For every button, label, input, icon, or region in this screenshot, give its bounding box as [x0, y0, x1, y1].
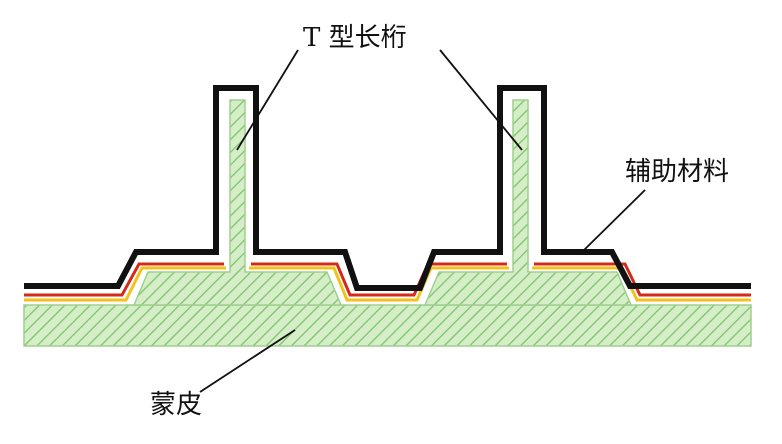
left-stringer-body [132, 99, 343, 306]
outer-bag-layer [24, 85, 751, 291]
auxiliary-material-label: 辅助材料 [625, 157, 729, 187]
stringer-leader-right [439, 49, 523, 151]
skin-label: 蒙皮 [150, 390, 202, 420]
stringer-leader-left [236, 49, 299, 151]
skin-leader [199, 329, 296, 393]
auxiliary-material-leader [581, 189, 646, 253]
red-auxiliary-layer [24, 262, 751, 297]
skin-panel [23, 304, 752, 347]
stringer-label: T 型长桁 [303, 23, 407, 53]
right-stringer-body [423, 99, 633, 306]
